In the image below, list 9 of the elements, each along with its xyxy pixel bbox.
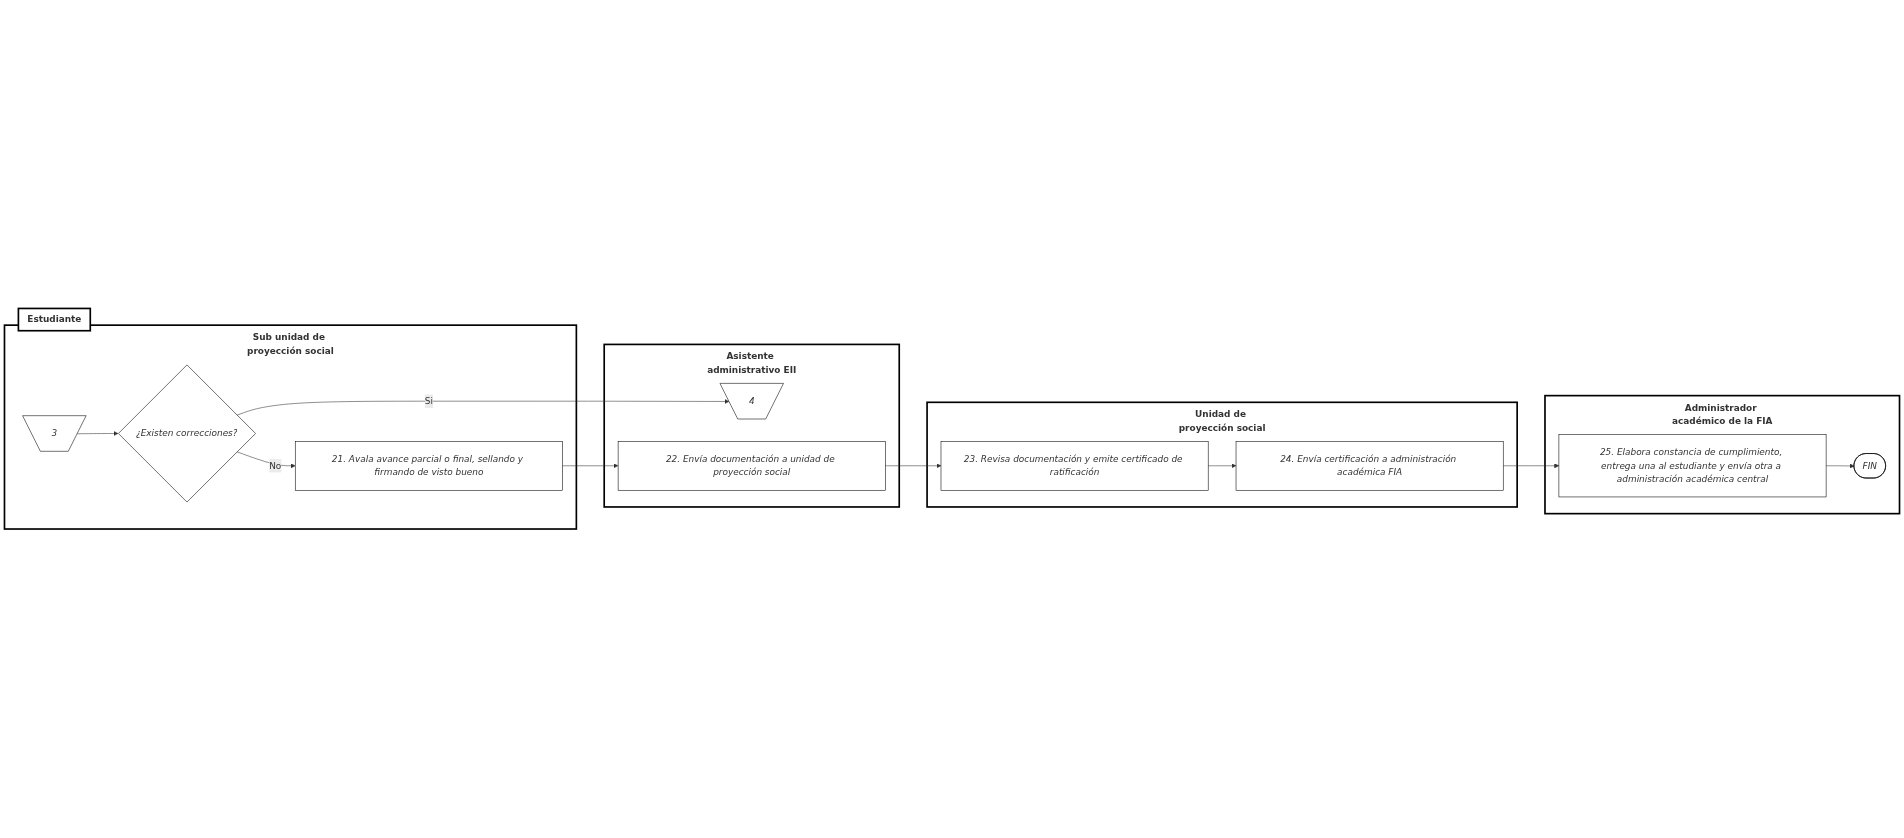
node-box: 21. Avala avance parcial o final, sellando y firmando de visto bueno [294,441,563,491]
edge-label: No [269,460,282,472]
node-box: 24. Envía certificación a administración académica FIA [1235,441,1504,491]
node-box: 23. Revisa documentación y emite certificado de ratificación [940,441,1209,491]
node-diamond: ¿Existen correcciones? [118,364,256,503]
edge-label: Si [424,395,433,407]
node-box: 22. Envía documentación a unidad de proyección social [617,441,886,491]
node-box: 25. Elabora constancia de cumplimiento, entrega una al estudiante y envía otra a administración académica central [1558,434,1827,498]
node-box: Estudiante [17,307,92,332]
